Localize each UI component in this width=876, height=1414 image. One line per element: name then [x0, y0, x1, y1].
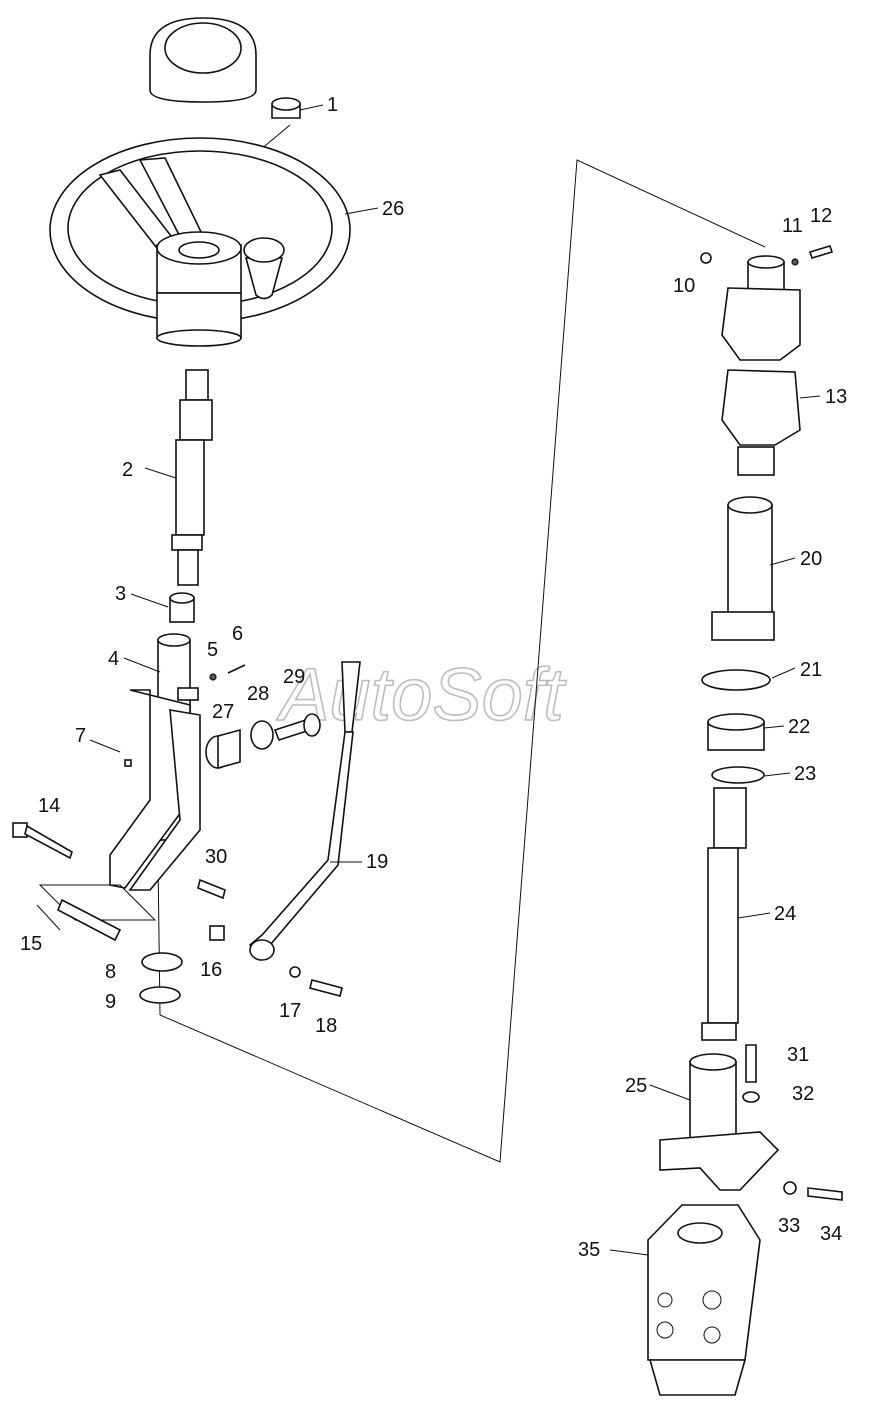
callout-31: 31	[787, 1044, 809, 1066]
callout-8: 8	[105, 961, 116, 983]
callout-9: 9	[105, 991, 116, 1013]
callout-4: 4	[108, 648, 119, 670]
callout-20: 20	[800, 548, 822, 570]
nut-part	[271, 97, 301, 119]
spacer-washer-bolt-parts	[205, 713, 321, 770]
universal-joint-part	[700, 245, 834, 476]
callout-32: 32	[792, 1083, 814, 1105]
callout-16: 16	[200, 959, 222, 981]
callout-14: 14	[38, 795, 60, 817]
callout-labels: 1 2 3 4 5 6 7 8 9 10 11 12 13 14 15 16 1…	[20, 94, 847, 1261]
callout-21: 21	[800, 659, 822, 681]
spline-shaft-part	[701, 787, 747, 1041]
callout-leaders	[36, 104, 821, 1256]
callout-34: 34	[820, 1223, 842, 1245]
callout-6: 6	[232, 623, 243, 645]
callout-1: 1	[327, 94, 338, 116]
callout-10: 10	[673, 275, 695, 297]
callout-15: 15	[20, 933, 42, 955]
callout-26: 26	[382, 198, 404, 220]
callout-33: 33	[778, 1215, 800, 1237]
callout-12: 12	[810, 205, 832, 227]
callout-18: 18	[315, 1015, 337, 1037]
callout-17: 17	[279, 1000, 301, 1022]
callout-30: 30	[205, 846, 227, 868]
callout-29: 29	[283, 666, 305, 688]
callout-3: 3	[115, 583, 126, 605]
callout-28: 28	[247, 683, 269, 705]
callout-7: 7	[75, 725, 86, 747]
fasteners-part	[197, 878, 343, 997]
callout-2: 2	[122, 459, 133, 481]
rings-part	[139, 952, 183, 1004]
steering-shaft-part	[171, 369, 213, 586]
long-bolt-part	[12, 822, 73, 860]
pin-part	[38, 884, 157, 942]
watermark-text: AutoSoft	[276, 653, 567, 736]
bushing-part	[169, 592, 195, 623]
circlip-bearing-parts	[701, 669, 771, 784]
callout-25: 25	[625, 1075, 647, 1097]
callout-35: 35	[578, 1239, 600, 1261]
steering-wheel-part	[49, 137, 351, 347]
callout-23: 23	[794, 763, 816, 785]
column-mount-part	[659, 1044, 843, 1201]
steering-unit-part	[647, 1204, 761, 1396]
column-bracket-part	[109, 633, 201, 891]
callout-22: 22	[788, 716, 810, 738]
callout-13: 13	[825, 386, 847, 408]
sleeve-part	[711, 496, 775, 641]
small-bolt-part	[209, 664, 246, 681]
callout-19: 19	[366, 851, 388, 873]
callout-11: 11	[782, 215, 803, 237]
callout-27: 27	[212, 701, 234, 723]
callout-5: 5	[207, 639, 218, 661]
cap-part	[149, 17, 257, 103]
callout-24: 24	[774, 903, 796, 925]
lever-part	[248, 661, 361, 961]
